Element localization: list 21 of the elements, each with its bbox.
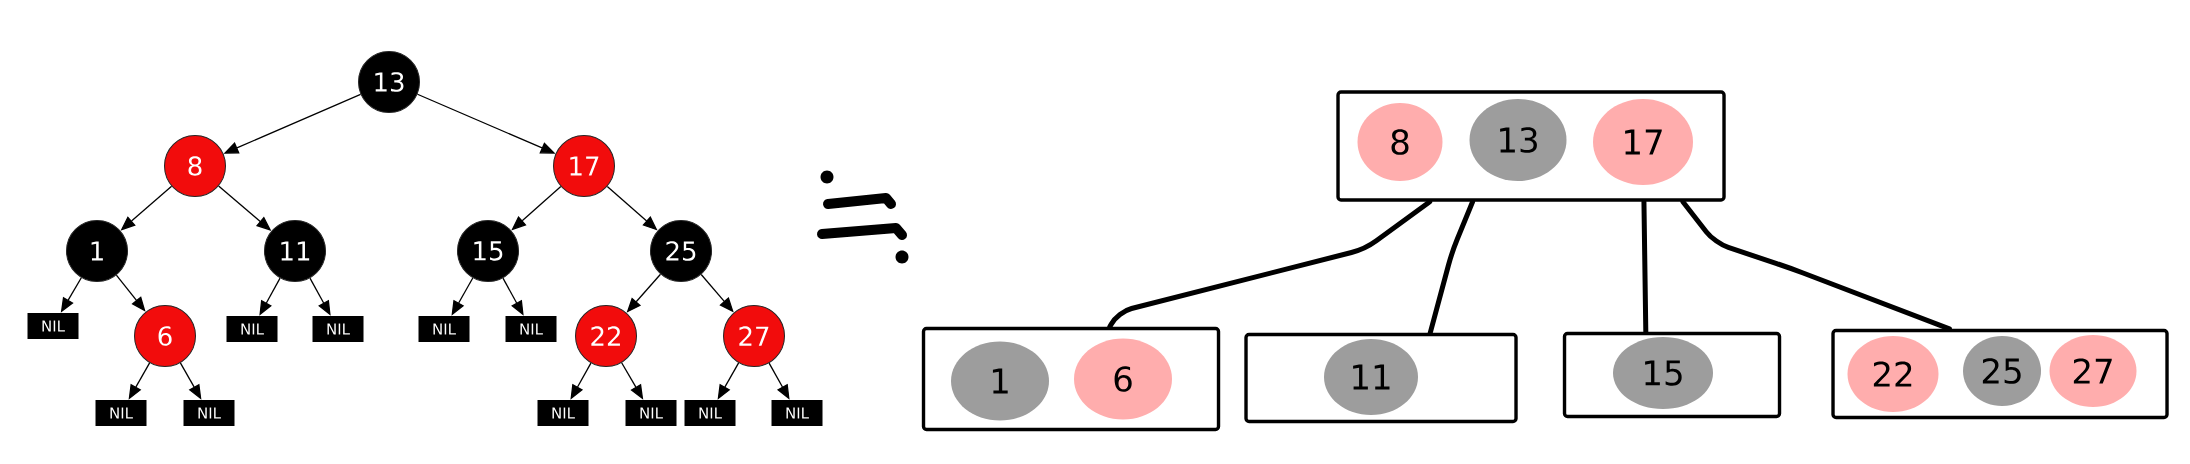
- number-blob: 8: [1357, 103, 1443, 181]
- number-blob: 15: [1613, 337, 1713, 409]
- number-blob: 22: [1847, 336, 1939, 412]
- connector-line: [1641, 199, 1649, 335]
- number-blob: 1: [951, 341, 1049, 421]
- number-blob: 17: [1593, 99, 1693, 185]
- node-box: [1831, 328, 2169, 420]
- node-box: [921, 326, 1221, 432]
- arrow: [115, 274, 146, 312]
- number-blob: 11: [1324, 339, 1418, 415]
- number-blob: 25: [1963, 336, 2041, 406]
- number-blob: 6: [1074, 338, 1172, 420]
- connector-line: [1680, 199, 1952, 332]
- connector-line: [1107, 199, 1433, 330]
- number-blob: 27: [2049, 335, 2137, 407]
- node-box: [1336, 90, 1726, 202]
- number-blob: 13: [1469, 99, 1567, 181]
- node-box: [1562, 331, 1782, 419]
- arrow: [606, 185, 658, 231]
- connector-line: [1427, 199, 1476, 336]
- node-box: [1244, 332, 1518, 424]
